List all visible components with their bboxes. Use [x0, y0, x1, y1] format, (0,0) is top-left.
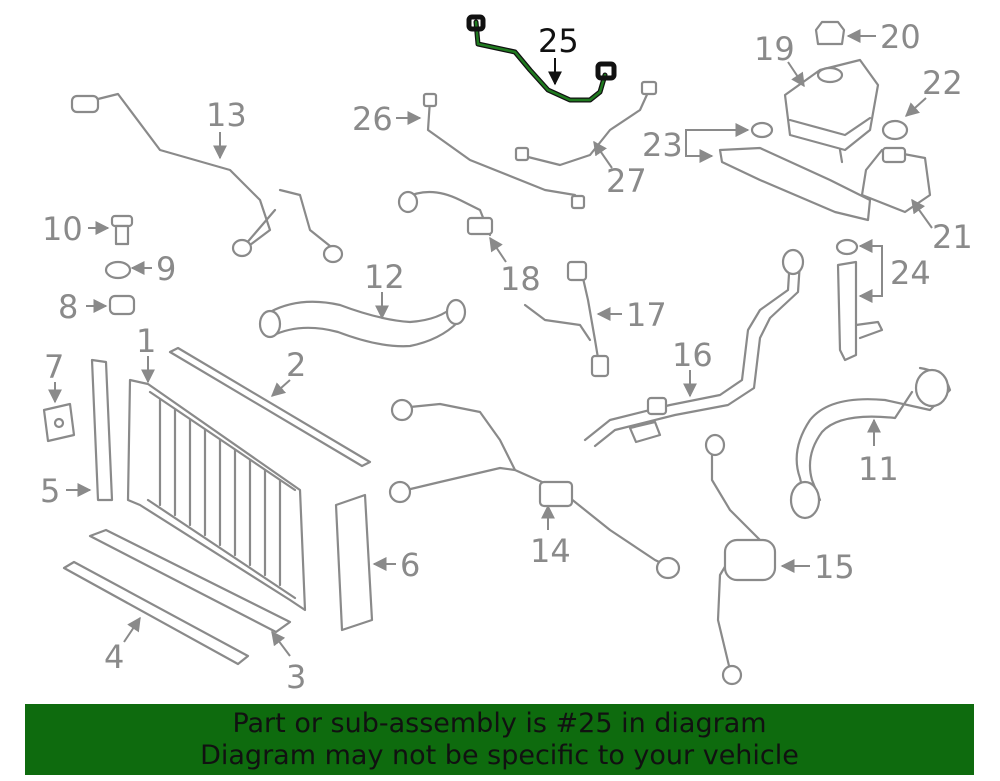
part-24-bracket[interactable] [835, 238, 884, 362]
part-11-hose[interactable] [789, 366, 952, 520]
part-7-bracket[interactable] [42, 402, 76, 443]
part-23-bracket[interactable] [718, 121, 872, 222]
part-25-pipe[interactable] [466, 14, 617, 103]
part-10-bolt[interactable] [110, 214, 134, 246]
banner-line-2: Diagram may not be specific to your vehi… [200, 740, 799, 771]
part-2-seal-strip[interactable] [168, 346, 372, 468]
part-15-pipe[interactable] [704, 433, 777, 686]
part-5-seal[interactable] [90, 358, 114, 502]
callout-13: 13 [206, 96, 247, 134]
part-12-hose[interactable] [258, 298, 467, 348]
callout-6: 6 [400, 546, 420, 584]
callout-21: 21 [932, 218, 973, 256]
callout-24: 24 [890, 254, 931, 292]
part-26-pipe[interactable] [422, 92, 586, 210]
part-6-air-duct[interactable] [334, 493, 374, 632]
part-4-lower-strip[interactable] [62, 560, 250, 666]
info-banner: Part or sub-assembly is #25 in diagram D… [25, 704, 974, 775]
callout-12: 12 [364, 258, 405, 296]
callout-2: 2 [286, 346, 306, 384]
part-17-connector[interactable] [523, 260, 610, 378]
part-16-pipe[interactable] [583, 248, 805, 448]
parts-diagram: 25 13 10 9 8 12 26 [40, 14, 973, 696]
callout-19: 19 [754, 30, 795, 68]
callout-22: 22 [922, 64, 963, 102]
part-18-hose[interactable] [397, 190, 494, 237]
callout-4: 4 [104, 638, 124, 676]
part-19-expansion-tank[interactable] [783, 58, 880, 164]
callout-7: 7 [44, 348, 64, 386]
callout-9: 9 [156, 250, 176, 288]
callout-17: 17 [626, 296, 667, 334]
callout-27: 27 [606, 162, 647, 200]
callout-1: 1 [136, 322, 156, 360]
banner-line-1: Part or sub-assembly is #25 in diagram [232, 708, 767, 739]
callout-5: 5 [40, 472, 60, 510]
callout-8: 8 [58, 288, 78, 326]
callout-23: 23 [642, 126, 683, 164]
callout-18: 18 [500, 260, 541, 298]
callout-11: 11 [858, 450, 899, 488]
part-3-lower-seal[interactable] [88, 528, 292, 634]
part-22-cap[interactable] [881, 119, 909, 141]
part-13-hose[interactable] [70, 92, 344, 264]
callout-25: 25 [538, 22, 579, 60]
part-8-grommet[interactable] [108, 294, 136, 316]
part-27-pipe[interactable] [514, 80, 658, 167]
callout-14: 14 [530, 532, 571, 570]
callout-26: 26 [352, 100, 393, 138]
callout-10: 10 [42, 210, 83, 248]
part-14-hose-assembly[interactable] [388, 398, 681, 580]
callout-3: 3 [286, 658, 306, 696]
part-20-cap[interactable] [814, 20, 846, 46]
callout-15: 15 [814, 548, 855, 586]
callout-20: 20 [880, 18, 921, 56]
part-21-bracket[interactable] [860, 146, 932, 214]
part-1-radiator[interactable] [126, 378, 307, 612]
callout-16: 16 [672, 336, 713, 374]
part-9-clip[interactable] [104, 260, 132, 280]
